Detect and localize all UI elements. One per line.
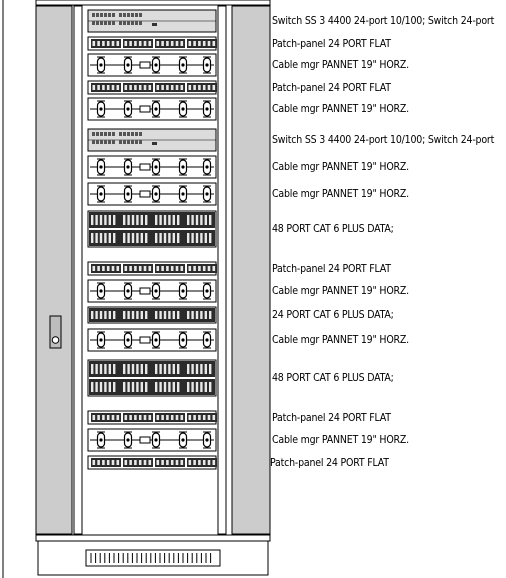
device-label: 48 PORT CAT 6 PLUS DATA; — [272, 223, 394, 235]
cabinet-top-cap — [35, 0, 271, 6]
device-cable-4 — [87, 97, 217, 121]
device-label: Patch-panel 24 PORT FLAT — [272, 411, 391, 424]
device-patch-16 — [87, 455, 217, 470]
device-patch-3 — [87, 80, 217, 95]
device-label: 48 PORT CAT 6 PLUS DATA; — [272, 372, 394, 384]
plinth-vent — [85, 549, 221, 567]
device-label: Switch SS 3 4400 24-port 10/100; Switch … — [272, 15, 495, 27]
device-label: Cable mgr PANNET 19" HORZ. — [272, 285, 409, 297]
left-rail — [73, 5, 83, 535]
device-label: Patch-panel 24 PORT FLAT — [272, 37, 391, 50]
device-switch-5 — [87, 128, 217, 152]
device-cable-10 — [87, 279, 217, 303]
device-label: Cable mgr PANNET 19" HORZ. — [272, 59, 409, 71]
device-label: 24 PORT CAT 6 PLUS DATA; — [272, 309, 394, 321]
cabinet-plinth — [35, 534, 271, 576]
device-cable-12 — [87, 328, 217, 352]
device-switch-0 — [87, 9, 217, 33]
device-cable-7 — [87, 182, 217, 206]
right-rail — [217, 5, 227, 535]
device-label: Patch-panel 24 PORT FLAT — [272, 81, 391, 94]
left-door-panel — [35, 5, 73, 535]
rack-devices — [87, 9, 217, 470]
device-cable-6 — [87, 155, 217, 179]
device-cat48-13 — [87, 359, 217, 397]
device-cable-15 — [87, 428, 217, 452]
device-label: Switch SS 3 4400 24-port 10/100; Switch … — [272, 134, 495, 146]
device-label: Cable mgr PANNET 19" HORZ. — [272, 434, 409, 446]
device-patch-1 — [87, 36, 217, 51]
device-cat24-11 — [87, 306, 217, 324]
device-patch-14 — [87, 410, 217, 425]
device-label: Cable mgr PANNET 19" HORZ. — [272, 188, 409, 200]
device-label: Patch-panel 24 PORT FLAT — [272, 262, 391, 275]
right-door-panel — [231, 5, 271, 535]
device-label: Cable mgr PANNET 19" HORZ. — [272, 334, 409, 346]
device-cat48-8 — [87, 210, 217, 248]
device-label: Patch-panel 24 PORT FLAT — [270, 456, 389, 469]
device-cable-2 — [87, 53, 217, 77]
device-label: Cable mgr PANNET 19" HORZ. — [272, 161, 409, 173]
device-patch-9 — [87, 261, 217, 276]
device-label: Cable mgr PANNET 19" HORZ. — [272, 103, 409, 115]
door-handle — [49, 315, 62, 349]
